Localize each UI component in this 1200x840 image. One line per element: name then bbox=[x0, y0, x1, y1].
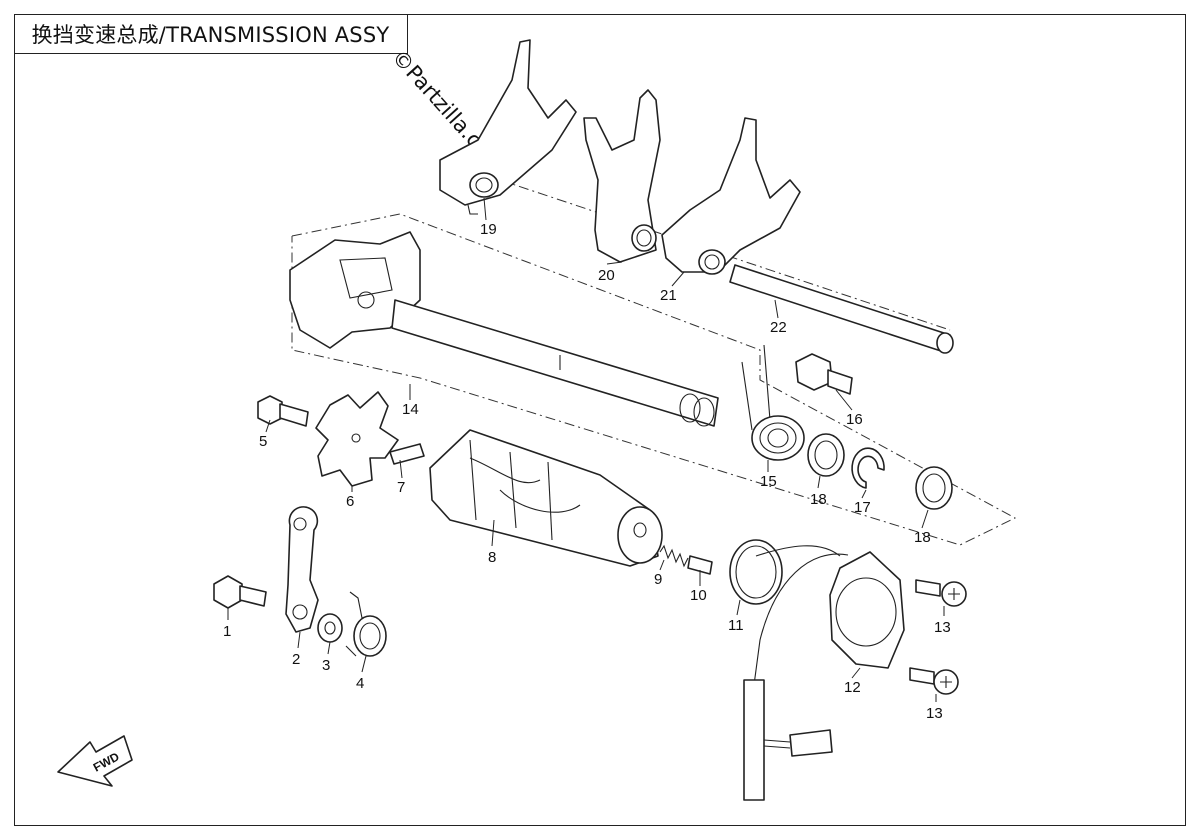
bolt-1[interactable] bbox=[213, 575, 267, 609]
shift-fork-21[interactable] bbox=[661, 117, 801, 275]
callouts: 19 20 21 22 14 5 6 7 8 9 10 11 15 16 18 … bbox=[223, 221, 951, 722]
callout-11: 11 bbox=[728, 617, 744, 634]
callout-13a: 13 bbox=[934, 619, 951, 636]
spring-9[interactable] bbox=[659, 544, 689, 568]
leader-lines bbox=[227, 197, 945, 702]
callout-9: 9 bbox=[654, 571, 662, 588]
fork-shaft-22[interactable] bbox=[729, 264, 954, 354]
fwd-arrow: FWD bbox=[57, 735, 133, 787]
callout-19: 19 bbox=[480, 221, 497, 238]
shift-shaft-14[interactable] bbox=[289, 231, 719, 427]
shift-drum-8[interactable] bbox=[429, 429, 663, 567]
callout-17: 17 bbox=[854, 499, 871, 516]
callout-21: 21 bbox=[660, 287, 677, 304]
circlip-17[interactable] bbox=[851, 447, 885, 489]
assembly-outline bbox=[291, 213, 1017, 546]
callout-20: 20 bbox=[598, 267, 615, 284]
callout-12: 12 bbox=[844, 679, 861, 696]
callout-2: 2 bbox=[292, 651, 300, 668]
diagram-title: 换挡变速总成/TRANSMISSION ASSY bbox=[31, 22, 390, 47]
callout-16: 16 bbox=[846, 411, 863, 428]
shift-arm-2[interactable] bbox=[285, 506, 319, 633]
callout-3: 3 bbox=[322, 657, 330, 674]
return-spring-15[interactable] bbox=[741, 344, 805, 461]
dowel-pin-7[interactable] bbox=[389, 443, 425, 465]
callout-15: 15 bbox=[760, 473, 777, 490]
shift-fork-20[interactable] bbox=[583, 89, 661, 263]
shift-fork-19[interactable] bbox=[439, 39, 577, 215]
screw-13b[interactable] bbox=[909, 667, 959, 695]
callout-13b: 13 bbox=[926, 705, 943, 722]
bolt-5[interactable] bbox=[257, 395, 309, 427]
callout-8: 8 bbox=[488, 549, 496, 566]
callout-4: 4 bbox=[356, 675, 364, 692]
callout-7: 7 bbox=[397, 479, 405, 496]
callout-10: 10 bbox=[690, 587, 707, 604]
shift-cam-6[interactable] bbox=[315, 391, 399, 487]
callout-14: 14 bbox=[402, 401, 419, 418]
washer-18b[interactable] bbox=[915, 466, 953, 510]
fork-axis-line bbox=[499, 179, 951, 331]
callout-22: 22 bbox=[770, 319, 787, 336]
callout-18b: 18 bbox=[914, 529, 931, 546]
callout-6: 6 bbox=[346, 493, 354, 510]
plunger-10[interactable] bbox=[687, 555, 713, 575]
washer-3[interactable] bbox=[317, 613, 343, 643]
gear-sensor-12[interactable] bbox=[743, 545, 905, 801]
callout-18a: 18 bbox=[810, 491, 827, 508]
callout-5: 5 bbox=[259, 433, 267, 450]
drawing-frame bbox=[14, 14, 1186, 826]
screw-13a[interactable] bbox=[915, 579, 967, 607]
washer-18a[interactable] bbox=[807, 433, 845, 477]
o-ring-11[interactable] bbox=[729, 539, 783, 605]
title-block: 换挡变速总成/TRANSMISSION ASSY bbox=[14, 14, 408, 54]
spring-4[interactable] bbox=[345, 591, 387, 657]
pivot-bolt-16[interactable] bbox=[795, 353, 853, 395]
callout-1: 1 bbox=[223, 623, 231, 640]
